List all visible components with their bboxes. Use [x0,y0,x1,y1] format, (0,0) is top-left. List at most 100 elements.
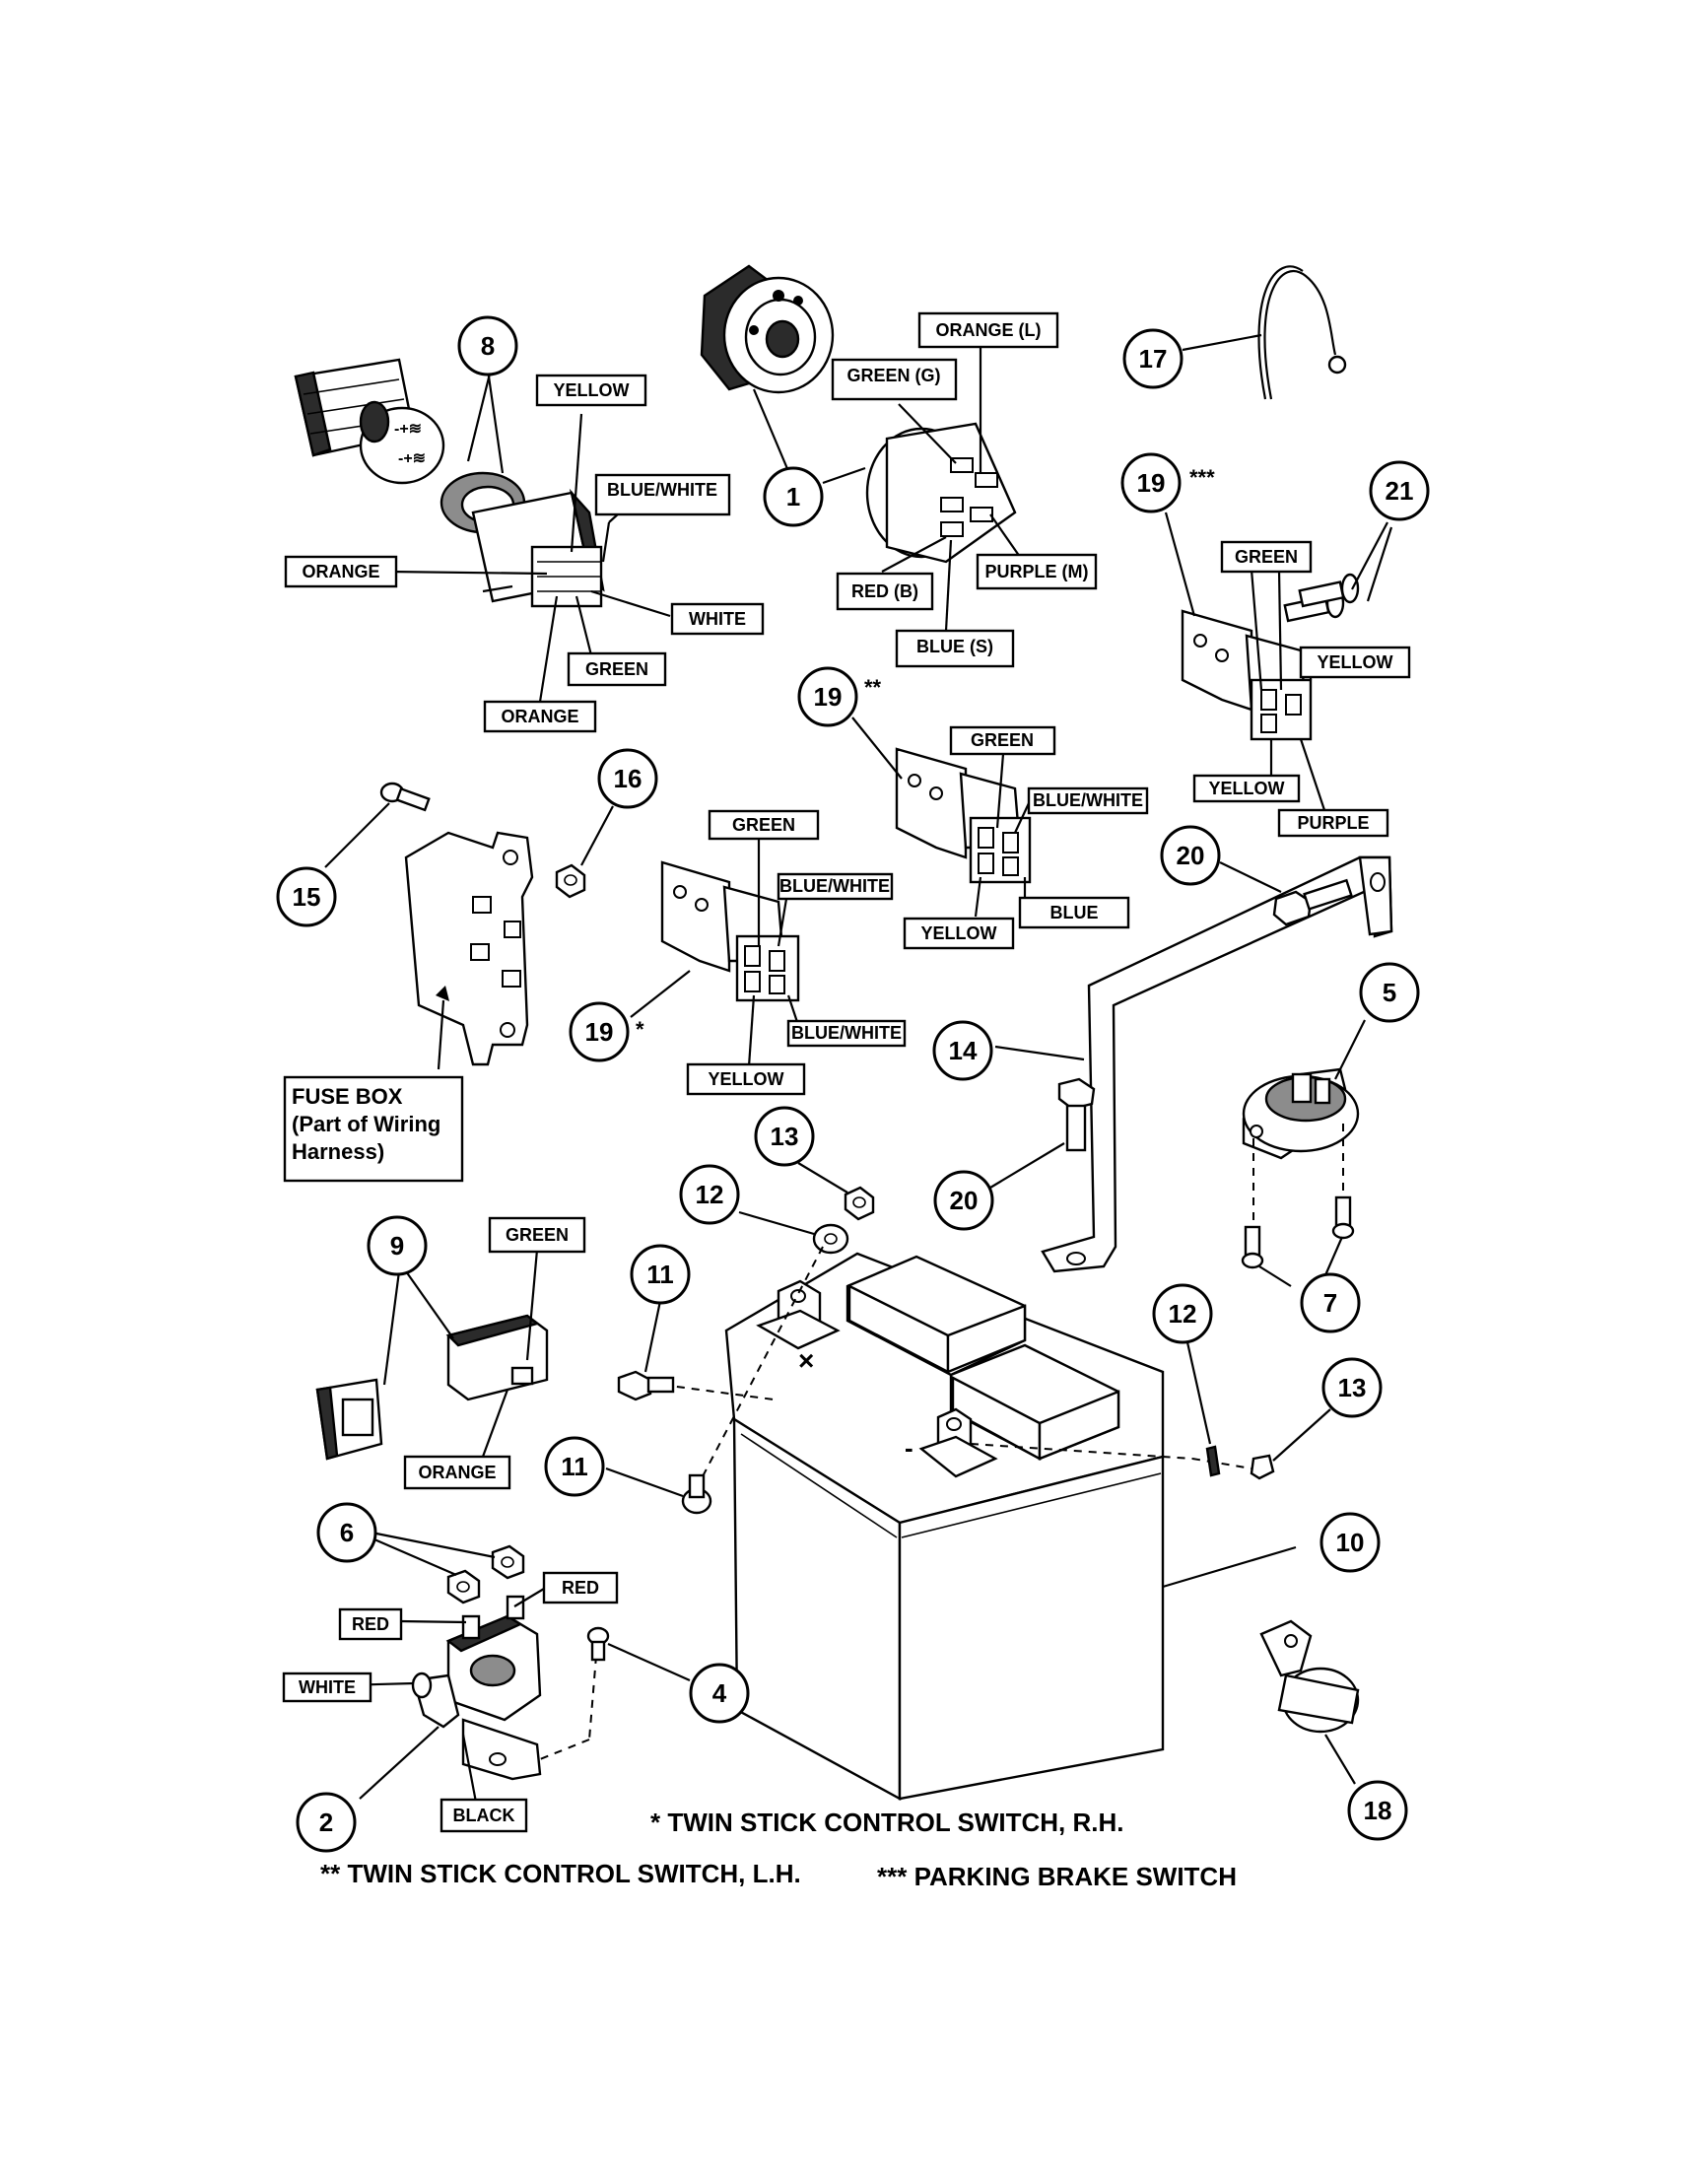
balloon-20-upper: 20 [1160,825,1221,886]
starter-solenoid-part-2 [342,1588,597,1829]
wire-label-19b-blue-white: BLUE/WHITE [1027,786,1149,815]
wire-label-2-red-right: RED [542,1571,619,1604]
wire-label-1-blue-s: BLUE (S) [895,629,1015,668]
svg-text:11: 11 [646,1260,674,1289]
washer-part-12-upper [738,1210,849,1255]
wire-label-19b-green: GREEN [949,725,1056,756]
svg-text:YELLOW: YELLOW [921,923,997,943]
balloon-21: 21 [1369,460,1430,521]
balloon-14: 14 [932,1020,993,1081]
svg-text:21: 21 [1386,476,1414,506]
svg-text:19: 19 [814,682,843,712]
solenoid-part-5 [1242,1019,1366,1227]
bolt-part-11-lower [605,1467,712,1515]
cable-clamp-part-18 [1259,1619,1360,1785]
marker-single-star: * [636,1017,644,1042]
svg-text:GREEN: GREEN [506,1225,569,1245]
svg-text:ORANGE: ORANGE [418,1463,496,1482]
balloon-4: 4 [689,1663,750,1724]
svg-text:-+≋: -+≋ [394,421,422,438]
bolt-part-11-upper [617,1300,675,1401]
svg-text:2: 2 [319,1808,333,1837]
svg-text:PURPLE (M): PURPLE (M) [985,562,1089,581]
balloon-11-lower: 11 [544,1436,605,1497]
washer-part-12-right [1185,1341,1221,1477]
balloon-15: 15 [276,866,337,927]
balloon-17: 17 [1122,328,1184,389]
wire-label-19c-blue-white-top: BLUE/WHITE [777,872,894,901]
bolt-part-20-upper [1219,861,1353,926]
balloon-7: 7 [1300,1272,1361,1333]
wire-label-19b-blue: BLUE [1018,896,1130,929]
note-twin-stick-rh: * TWIN STICK CONTROL SWITCH, R.H. [650,1808,1124,1837]
wire-label-19c-blue-white-bottom: BLUE/WHITE [786,1019,907,1048]
wire-label-8-blue-white: BLUE/WHITE [594,473,731,516]
svg-text:10: 10 [1336,1528,1365,1557]
svg-text:ORANGE: ORANGE [501,707,578,726]
nut-part-16 [555,805,614,899]
parking-brake-switch-part-19 [1164,512,1327,814]
nuts-part-6 [373,1532,525,1604]
svg-text:WHITE: WHITE [299,1677,356,1697]
svg-text:5: 5 [1383,978,1396,1007]
wire-label-19b-yellow: YELLOW [903,917,1015,950]
marker-triple-star: *** [1189,465,1215,490]
wire-label-19a-purple: PURPLE [1277,808,1389,838]
balloon-19-lh: 19 [797,666,858,727]
svg-text:12: 12 [1169,1299,1197,1329]
balloon-10: 10 [1319,1512,1381,1573]
svg-text:20: 20 [950,1186,979,1215]
svg-text:1: 1 [786,482,800,512]
svg-text:12: 12 [696,1180,724,1209]
svg-text:BLUE/WHITE: BLUE/WHITE [791,1023,902,1043]
svg-text:RED: RED [352,1614,389,1634]
wire-label-1-purple-m: PURPLE (M) [976,553,1098,590]
wire-label-1-orange-l: ORANGE (L) [917,311,1059,349]
svg-text:YELLOW: YELLOW [1209,779,1285,798]
svg-text:YELLOW: YELLOW [554,380,630,400]
svg-text:11: 11 [561,1452,588,1481]
wire-label-19a-yellow-bottom: YELLOW [1192,774,1301,803]
balloon-9: 9 [367,1215,428,1276]
wire-label-19a-green: GREEN [1220,540,1313,574]
svg-text:4: 4 [712,1678,727,1708]
balloon-13-upper: 13 [754,1106,815,1167]
screws-part-7 [1241,1195,1355,1292]
svg-text:13: 13 [1338,1373,1367,1402]
pto-switch-part-8: -+≋ -+≋ [294,358,671,703]
svg-text:WHITE: WHITE [689,609,746,629]
fuse-box-label-line1: FUSE BOX [292,1084,403,1109]
wire-label-19a-yellow-right: YELLOW [1299,646,1411,679]
balloon-11-upper: 11 [630,1244,691,1305]
svg-text:BLACK: BLACK [453,1806,515,1825]
svg-text:13: 13 [771,1122,799,1151]
wire-label-2-red-left: RED [338,1607,403,1641]
balloon-1: 1 [763,466,824,527]
svg-text:9: 9 [390,1231,404,1261]
svg-text:6: 6 [340,1518,354,1547]
svg-text:14: 14 [949,1036,978,1065]
svg-text:19: 19 [585,1017,614,1047]
wire-label-2-black: BLACK [440,1798,528,1833]
wire-label-8-white: WHITE [670,602,765,636]
note-parking-brake: *** PARKING BRAKE SWITCH [877,1862,1237,1891]
svg-text:18: 18 [1364,1796,1392,1825]
balloon-19-parking-brake: 19 [1120,452,1182,513]
svg-text:7: 7 [1323,1288,1337,1318]
wire-label-1-red-b: RED (B) [836,572,934,611]
balloon-6: 6 [316,1502,377,1563]
wire-label-2-white: WHITE [282,1672,372,1703]
wire-label-19c-green: GREEN [708,809,820,841]
svg-text:RED (B): RED (B) [851,581,918,601]
balloon-2: 2 [296,1792,357,1853]
wire-label-9-orange: ORANGE [403,1455,511,1490]
twin-stick-switch-rh-part-19 [630,838,800,1067]
svg-text:-: - [905,1433,913,1463]
svg-text:YELLOW: YELLOW [709,1069,784,1089]
seat-switch-part-9 [315,1249,549,1461]
fuse-box-label-line3: Harness) [292,1139,384,1164]
svg-text:17: 17 [1139,344,1168,374]
nut-part-13-right [1250,1408,1331,1480]
svg-text:GREEN: GREEN [585,659,648,679]
